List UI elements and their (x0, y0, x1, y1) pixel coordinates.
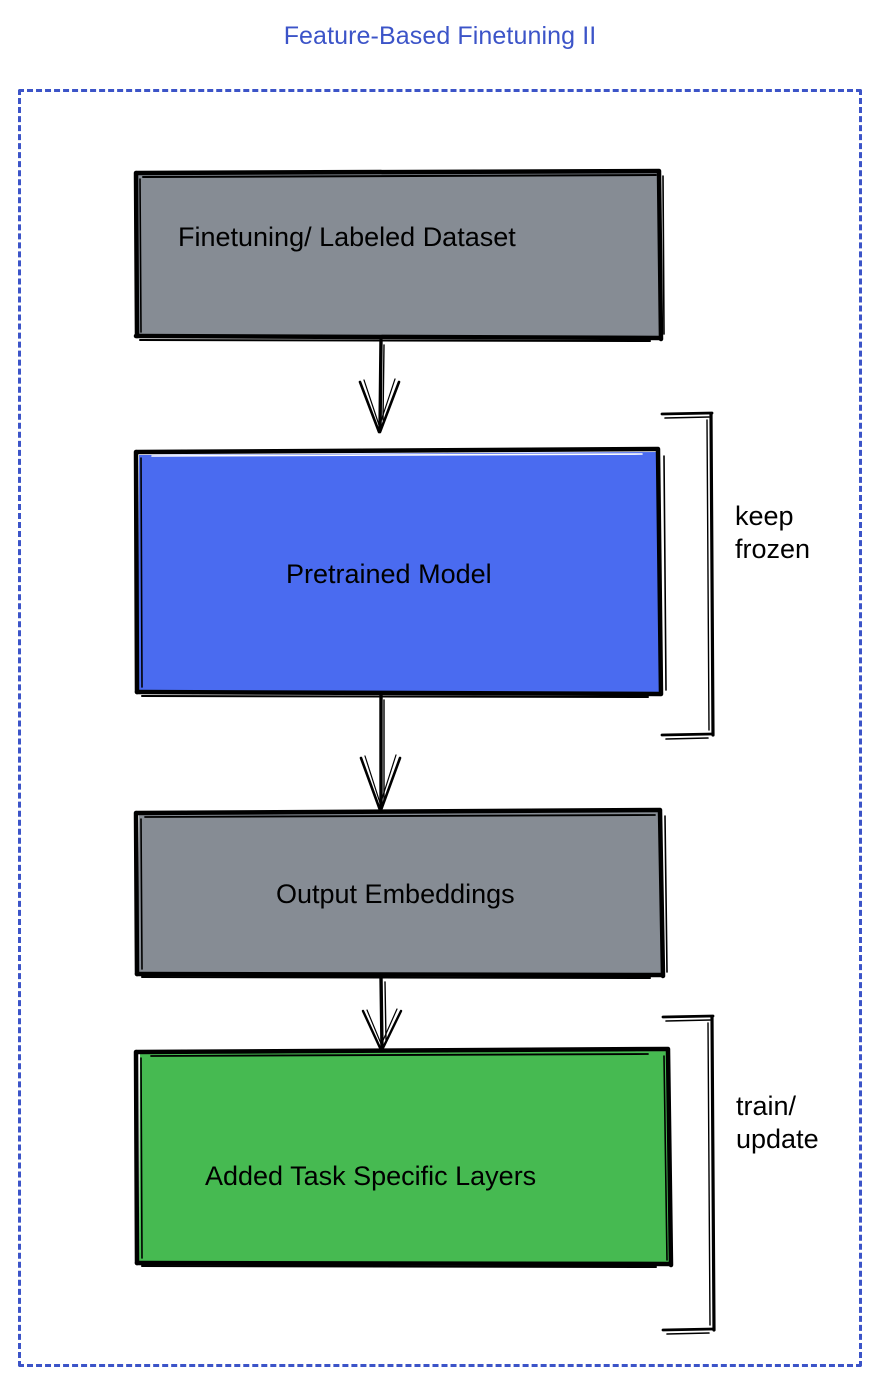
node-output-embeddings[interactable] (136, 810, 667, 978)
node-task-layers[interactable] (136, 1049, 671, 1267)
node-dataset[interactable] (136, 171, 664, 341)
page-title: Feature-Based Finetuning II (283, 22, 597, 50)
diagram-frame (18, 89, 862, 1367)
node-pretrained-model[interactable] (136, 449, 666, 697)
